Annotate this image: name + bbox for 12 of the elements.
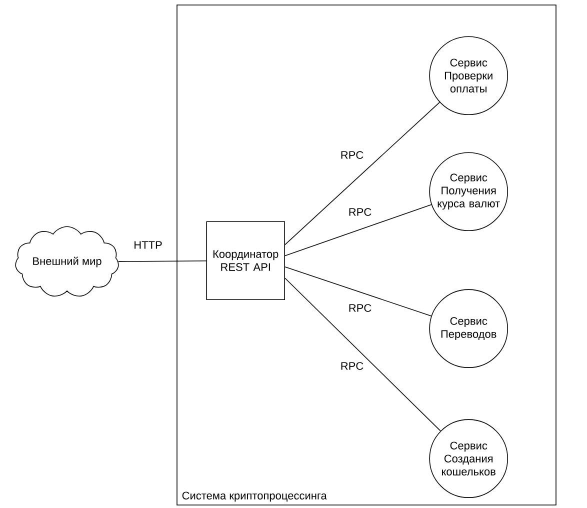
edge-label: RPC bbox=[349, 304, 372, 312]
connector-line bbox=[118, 260, 207, 262]
connector-line bbox=[284, 102, 440, 246]
process-box: Координатор REST API bbox=[206, 221, 285, 300]
edge-label: RPC bbox=[341, 362, 364, 370]
edge-label: HTTP bbox=[134, 241, 162, 249]
cloud: Внешний мир bbox=[15, 226, 119, 296]
connector-line bbox=[284, 266, 432, 316]
connector-line bbox=[284, 204, 432, 256]
connector-line bbox=[284, 278, 441, 432]
edge-label: RPC bbox=[341, 151, 364, 159]
edge-label: RPC bbox=[349, 208, 372, 216]
